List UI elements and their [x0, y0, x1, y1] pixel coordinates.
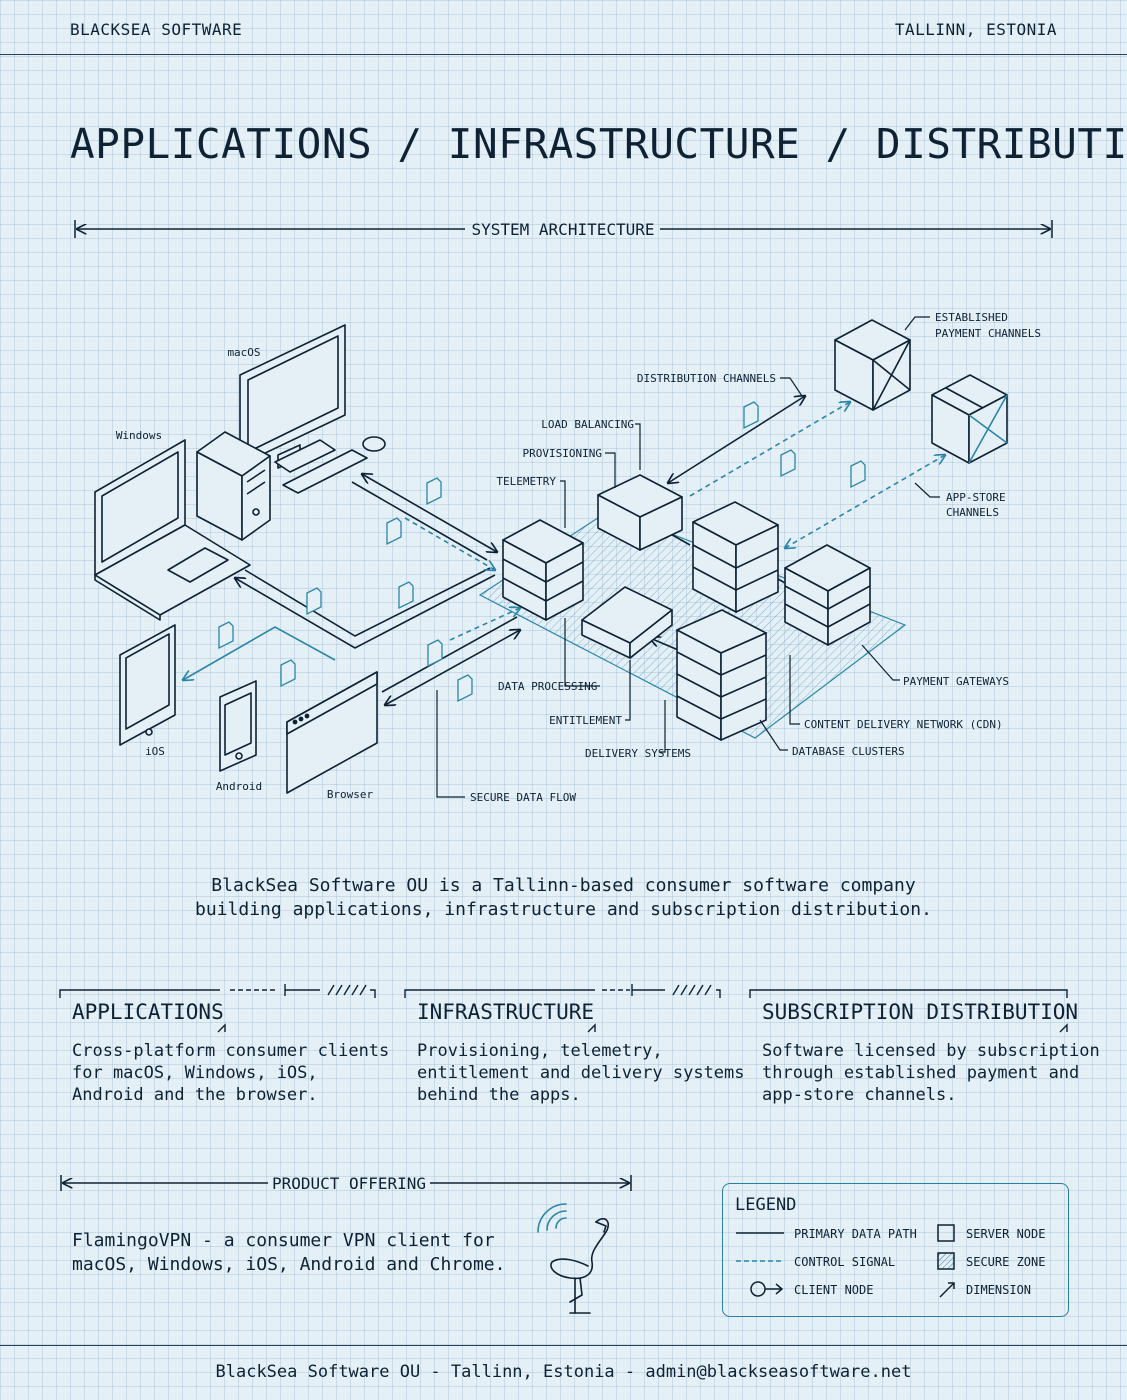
legend-client-node: CLIENT NODE: [794, 1283, 873, 1297]
page-title: APPLICATIONS / INFRASTRUCTURE / DISTRIBU…: [70, 120, 1127, 168]
column-title-subscription: SUBSCRIPTION DISTRIBUTION: [762, 1000, 1079, 1024]
payment-gateway-stack: [784, 544, 871, 646]
column-frames: [59, 984, 1068, 1033]
client-devices: [94, 324, 386, 794]
client-label-windows: Windows: [116, 429, 162, 442]
label-data-processing: DATA PROCESSING: [498, 680, 597, 693]
legend-primary-path: PRIMARY DATA PATH: [794, 1227, 917, 1241]
app-store-box: [931, 374, 1008, 464]
footer-divider: [0, 1345, 1127, 1346]
flamingo-logo: [550, 1217, 610, 1314]
server-nodes: [502, 319, 1008, 741]
column-title-infrastructure: INFRASTRUCTURE: [417, 1000, 595, 1024]
windows-laptop-icon: [94, 439, 251, 621]
load-balancer-server: [597, 474, 683, 551]
product-section-graphics: PRODUCT OFFERING: [60, 1174, 632, 1314]
column-body-infrastructure: Provisioning, telemetry, entitlement and…: [417, 1041, 745, 1105]
label-database-clusters: DATABASE CLUSTERS: [792, 745, 905, 758]
client-label-macos: macOS: [227, 346, 260, 359]
macos-monitor-icon: [239, 324, 386, 494]
header-divider: [0, 54, 1127, 55]
data-flow-lines: [183, 396, 945, 705]
legend-dimension: DIMENSION: [966, 1283, 1031, 1297]
system-architecture-label: SYSTEM ARCHITECTURE: [471, 220, 654, 239]
label-entitlement: ENTITLEMENT: [549, 714, 622, 727]
label-app-store-2: CHANNELS: [946, 506, 999, 519]
label-telemetry: TELEMETRY: [496, 475, 556, 488]
system-architecture-dimension: [74, 220, 1053, 238]
label-secure-data-flow: SECURE DATA FLOW: [470, 791, 576, 804]
legend-box: [722, 1183, 1069, 1317]
label-payment-gateways: PAYMENT GATEWAYS: [903, 675, 1009, 688]
legend-title: LEGEND: [735, 1195, 797, 1215]
column-body-applications: Cross-platform consumer clients for macO…: [72, 1041, 390, 1105]
cdn-server-stack: [692, 501, 779, 613]
label-delivery-systems: DELIVERY SYSTEMS: [585, 747, 691, 760]
windows-tower-icon: [196, 431, 271, 541]
dimension-swatch: [939, 1282, 955, 1298]
ios-tablet-icon: [119, 624, 176, 746]
wifi-signal-icon: [537, 1203, 567, 1233]
client-label-browser: Browser: [327, 788, 374, 801]
footer-text: BlackSea Software OU - Tallinn, Estonia …: [215, 1362, 912, 1382]
label-established-payment-1: ESTABLISHED: [935, 311, 1008, 324]
column-title-applications: APPLICATIONS: [72, 1000, 224, 1024]
column-body-subscription: Software licensed by subscription throug…: [762, 1041, 1100, 1105]
label-load-balancing: LOAD BALANCING: [541, 418, 634, 431]
label-established-payment-2: PAYMENT CHANNELS: [935, 327, 1041, 340]
browser-window-icon: [286, 671, 378, 794]
leader-lines: [436, 316, 940, 798]
location: TALLINN, ESTONIA: [894, 20, 1057, 39]
label-provisioning: PROVISIONING: [523, 447, 602, 460]
delivery-server: [581, 586, 673, 659]
payment-channel-cube: [834, 319, 911, 411]
legend-control-signal: CONTROL SIGNAL: [794, 1255, 895, 1269]
legend-items: PRIMARY DATA PATH CONTROL SIGNAL CLIENT …: [736, 1224, 1045, 1298]
client-label-android: Android: [216, 780, 262, 793]
telemetry-server: [502, 519, 584, 621]
android-phone-icon: [219, 680, 257, 772]
database-cluster-stack: [676, 609, 767, 741]
product-offering-label: PRODUCT OFFERING: [272, 1174, 426, 1193]
company-name: BLACKSEA SOFTWARE: [70, 20, 243, 39]
label-distribution-channels: DISTRIBUTION CHANNELS: [637, 372, 776, 385]
client-node-arrow: [765, 1283, 784, 1295]
client-label-ios: iOS: [145, 745, 165, 758]
label-app-store-1: APP-STORE: [946, 491, 1006, 504]
intro-text: BlackSea Software OU is a Tallinn-based …: [195, 875, 932, 920]
server-node-swatch: [937, 1224, 955, 1242]
architecture-diagram: SYSTEM ARCHITECTURE: [74, 220, 1053, 804]
label-cdn: CONTENT DELIVERY NETWORK (CDN): [804, 718, 1003, 731]
legend-secure-zone: SECURE ZONE: [966, 1255, 1045, 1269]
client-node-swatch: [750, 1281, 766, 1297]
legend-server-node: SERVER NODE: [966, 1227, 1045, 1241]
secure-zone-swatch: [937, 1252, 955, 1270]
product-description: FlamingoVPN - a consumer VPN client for …: [72, 1230, 506, 1275]
data-packet-icons: [218, 401, 866, 703]
